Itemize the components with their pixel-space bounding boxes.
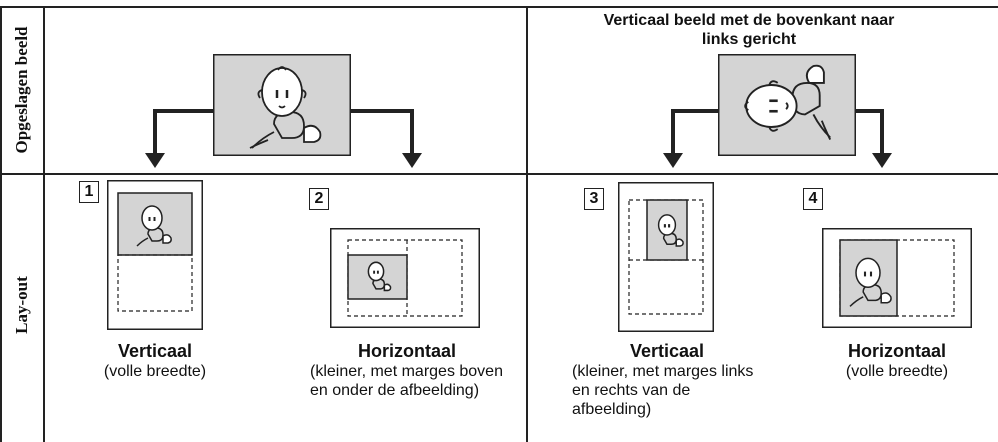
layout-4-page — [822, 228, 972, 328]
baby-figure-icon — [367, 261, 392, 292]
grid-left-border — [0, 6, 2, 442]
stored-image-upright — [213, 54, 351, 156]
layout-2-description: (kleiner, met marges boven en onder de a… — [310, 363, 503, 399]
arrow-to-layout-1 — [153, 109, 213, 157]
baby-figure-icon — [849, 257, 892, 307]
grid-label-divider — [43, 6, 45, 442]
grid-middle-line — [0, 173, 998, 175]
layout-4-description: (volle breedte) — [845, 363, 949, 380]
baby-figure-icon — [744, 64, 832, 141]
layout-2-title: Horizontaal — [357, 341, 456, 361]
baby-figure-icon — [657, 214, 684, 247]
arrow-to-layout-3 — [671, 109, 718, 157]
layout-1-page — [107, 180, 203, 330]
layout-1-title: Verticaal — [117, 341, 193, 361]
right-column-heading: Verticaal beeld met de bovenkant naar li… — [603, 12, 895, 48]
grid-top-line — [0, 6, 998, 8]
layout-4-title: Horizontaal — [847, 341, 946, 361]
arrow-to-layout-2 — [351, 109, 414, 157]
layout-3-page — [618, 182, 714, 332]
layout-3-number: 3 — [584, 188, 604, 210]
stored-image-rotated — [718, 54, 856, 156]
layout-1-description: (volle breedte) — [103, 363, 207, 380]
grid-center-divider — [526, 6, 528, 442]
layout-2-page — [330, 228, 480, 328]
baby-figure-icon — [136, 205, 172, 247]
layout-4-number: 4 — [803, 188, 823, 210]
layout-1-number: 1 — [79, 181, 99, 203]
layout-3-title: Verticaal — [629, 341, 705, 361]
baby-figure-icon — [249, 66, 322, 149]
layout-2-number: 2 — [309, 188, 329, 210]
arrow-to-layout-4 — [856, 109, 884, 157]
layout-3-description: (kleiner, met marges links en rechts van… — [572, 363, 754, 418]
